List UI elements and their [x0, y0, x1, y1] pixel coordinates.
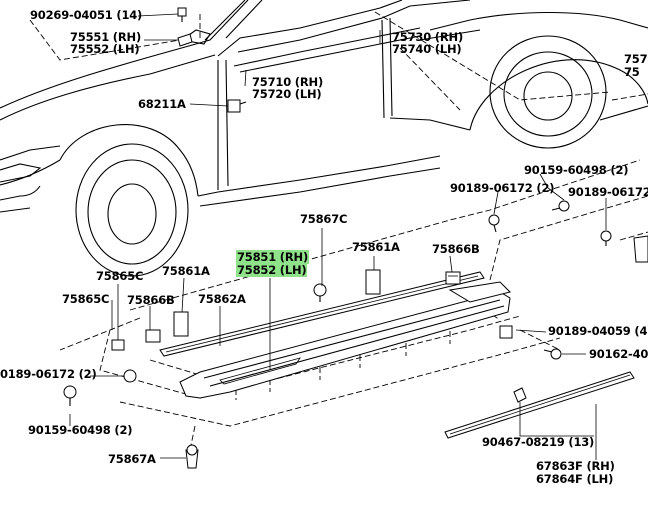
label-67863f: 67863F (RH) — [536, 459, 615, 473]
highlight-75851: 75851 (RH) — [236, 250, 310, 264]
leader-lines — [69, 13, 607, 460]
label-75866b-right: 75866B — [432, 242, 480, 256]
label-90189-04059: 90189-04059 (4) — [548, 324, 648, 338]
moulding-strip — [444, 371, 635, 439]
label-75552: 75552 (LH) — [70, 42, 140, 56]
label-75710: 75710 (RH) — [252, 75, 324, 89]
label-67864f: 67864F (LH) — [536, 472, 614, 486]
label-90189-06172-topright: 90189-06172 — [568, 185, 648, 199]
label-75740: 75740 (LH) — [392, 42, 462, 56]
label-75851: 75851 (RH) — [236, 250, 310, 264]
rocker-panel — [159, 271, 511, 399]
label-75862a: 75862A — [198, 292, 246, 306]
label-75865c-upper: 75865C — [96, 269, 144, 283]
label-90162-400: 90162-400 — [589, 347, 648, 361]
label-75852: 75852 (LH) — [236, 263, 308, 277]
label-75861a-left: 75861A — [162, 264, 210, 278]
label-90189-06172-topleft: 90189-06172 (2) — [450, 181, 555, 195]
label-75867a: 75867A — [108, 452, 156, 466]
label-90159-60498-left: 90159-60498 (2) — [28, 423, 133, 437]
label-90269-04051: 90269-04051 (14) — [30, 8, 143, 22]
label-90159-60498-top: 90159-60498 (2) — [524, 163, 629, 177]
label-75-right: 75 — [624, 65, 640, 79]
label-75865c-lower: 75865C — [62, 292, 110, 306]
label-75867c: 75867C — [300, 212, 348, 226]
label-68211a: 68211A — [138, 97, 186, 111]
small-parts — [63, 7, 648, 469]
label-75720: 75720 (LH) — [252, 87, 322, 101]
label-90189-06172-left: 0189-06172 (2) — [0, 367, 97, 381]
label-75551: 75551 (RH) — [70, 30, 142, 44]
label-75861a-right: 75861A — [352, 240, 400, 254]
reference-lines — [29, 11, 648, 451]
label-75730: 75730 (RH) — [392, 30, 464, 44]
label-757-right-top: 757 — [624, 52, 648, 66]
highlight-75852: 75852 (LH) — [236, 263, 308, 277]
label-90467-08219: 90467-08219 (13) — [482, 435, 595, 449]
label-75866b-left: 75866B — [127, 293, 175, 307]
